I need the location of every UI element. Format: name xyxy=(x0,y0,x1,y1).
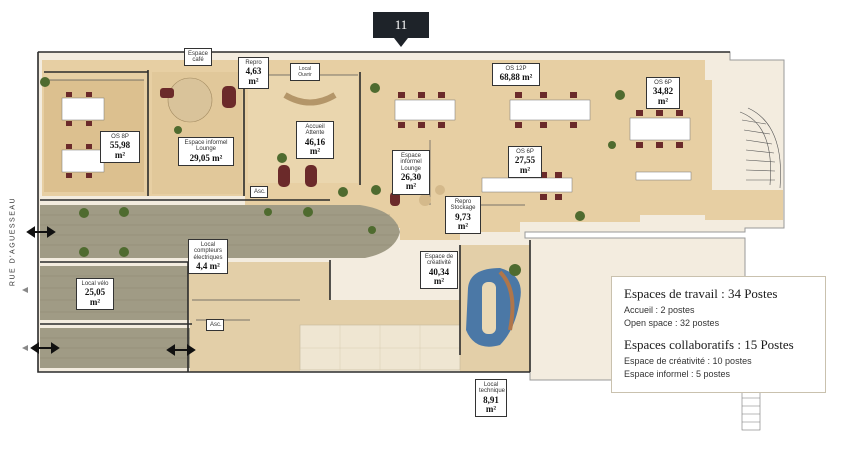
creativity-table xyxy=(466,268,521,347)
room-area: 8,91 m² xyxy=(483,394,499,415)
room-name: OS 12P xyxy=(505,66,527,72)
elevator-label-1: Asc. xyxy=(250,186,268,198)
room-label-os-12p: OS 12P 68,88 m² xyxy=(492,63,540,86)
room-label-local-velo: Local vélo 25,05 m² xyxy=(76,278,114,311)
workstation-summary: Espaces de travail : 34 Postes Accueil :… xyxy=(611,276,826,393)
room-area: 9,73 m² xyxy=(455,211,471,232)
room-area: 4,63 m² xyxy=(245,66,262,86)
collab-spaces-line: Espace de créativité : 10 postes xyxy=(624,356,752,366)
room-name: Espace café xyxy=(188,51,209,63)
room-label-accueil-attente: Accueil Attente 46,16 m² xyxy=(296,121,334,160)
room-area: 4,4 m² xyxy=(196,260,220,271)
room-area: 55,98 m² xyxy=(109,140,131,160)
room-label-repro-1: Repro 4,63 m² xyxy=(238,57,269,90)
work-spaces-title: Espaces de travail : 34 Postes xyxy=(624,286,778,301)
room-name: Local compteurs électriques xyxy=(193,242,223,261)
elevator-label-2: Asc. xyxy=(206,319,224,331)
room-area: 27,55 m² xyxy=(514,155,536,175)
room-area: 29,05 m² xyxy=(189,152,223,163)
room-label-espace-informel-lounge-1: Espace informel Lounge 29,05 m² xyxy=(178,137,234,167)
floor-number-badge: 11 xyxy=(373,12,429,38)
desks-os12p xyxy=(394,92,591,128)
wood-floor-right xyxy=(705,190,783,220)
room-area: 26,30 m² xyxy=(400,171,422,192)
room-label-os-6p-2: OS 6P 27,55 m² xyxy=(508,146,542,179)
room-label-os-8p: OS 8P 55,98 m² xyxy=(100,131,140,164)
room-area: 25,05 m² xyxy=(84,287,106,307)
room-area: 34,82 m² xyxy=(652,86,674,106)
collab-spaces-title: Espaces collaboratifs : 15 Postes xyxy=(624,337,794,352)
lounge2-furniture xyxy=(390,185,445,206)
walls xyxy=(37,51,730,373)
staircase xyxy=(739,107,781,189)
room-name: OS 8P xyxy=(111,134,129,140)
room-area: 68,88 m² xyxy=(499,72,533,83)
room-name: Espace informel Lounge xyxy=(400,153,422,172)
work-spaces-line: Accueil : 2 postes xyxy=(624,305,695,315)
grey-floor-bike xyxy=(40,266,188,320)
room-label-local-compteurs: Local compteurs électriques 4,4 m² xyxy=(188,239,228,275)
room-area: 40,34 m² xyxy=(428,266,450,287)
plants xyxy=(40,77,625,276)
work-spaces-line: Open space : 32 postes xyxy=(624,318,720,328)
room-label-espace-creativite: Espace de créativité 40,34 m² xyxy=(420,251,458,290)
room-name: Accueil Attente xyxy=(305,124,325,137)
collab-spaces-line: Espace informel : 5 postes xyxy=(624,369,731,379)
desks-os6p-2 xyxy=(481,172,573,200)
north-arrow-icon xyxy=(394,38,408,47)
room-label-repro-stockage: Repro Stockage 9,73 m² xyxy=(445,196,481,235)
exit-arrows xyxy=(26,226,196,356)
small-markers xyxy=(22,287,28,351)
light-floor-grid xyxy=(300,325,460,370)
room-name: Local vélo xyxy=(81,281,109,287)
lounge1-furniture xyxy=(160,77,236,123)
room-name: Local technique xyxy=(479,382,506,395)
room-label-local-technique: Local technique 8,91 m² xyxy=(475,379,507,418)
room-name: Repro Stockage xyxy=(450,199,476,212)
street-label: RUE D'AGUESSEAU xyxy=(9,196,17,287)
accueil-furniture xyxy=(278,92,337,187)
room-name: Espace informel Lounge xyxy=(184,140,228,153)
room-name: Espace de créativité xyxy=(424,254,454,267)
room-name: Repro xyxy=(245,60,262,66)
room-label-os-6p-1: OS 6P 34,82 m² xyxy=(646,77,680,110)
room-label-espace-cafe: Espace café xyxy=(184,48,212,66)
desks-os6p-1 xyxy=(629,110,692,181)
room-name: Local Ouvrir xyxy=(298,66,312,78)
room-name: OS 6P xyxy=(516,149,534,155)
room-label-espace-informel-lounge-2: Espace informel Lounge 26,30 m² xyxy=(392,150,430,195)
staircase-bottom xyxy=(741,389,761,431)
room-area: 46,16 m² xyxy=(304,136,326,157)
desks-os8p xyxy=(61,92,105,178)
room-label-local-ouvrir: Local Ouvrir xyxy=(290,63,320,81)
room-name: OS 6P xyxy=(654,80,672,86)
